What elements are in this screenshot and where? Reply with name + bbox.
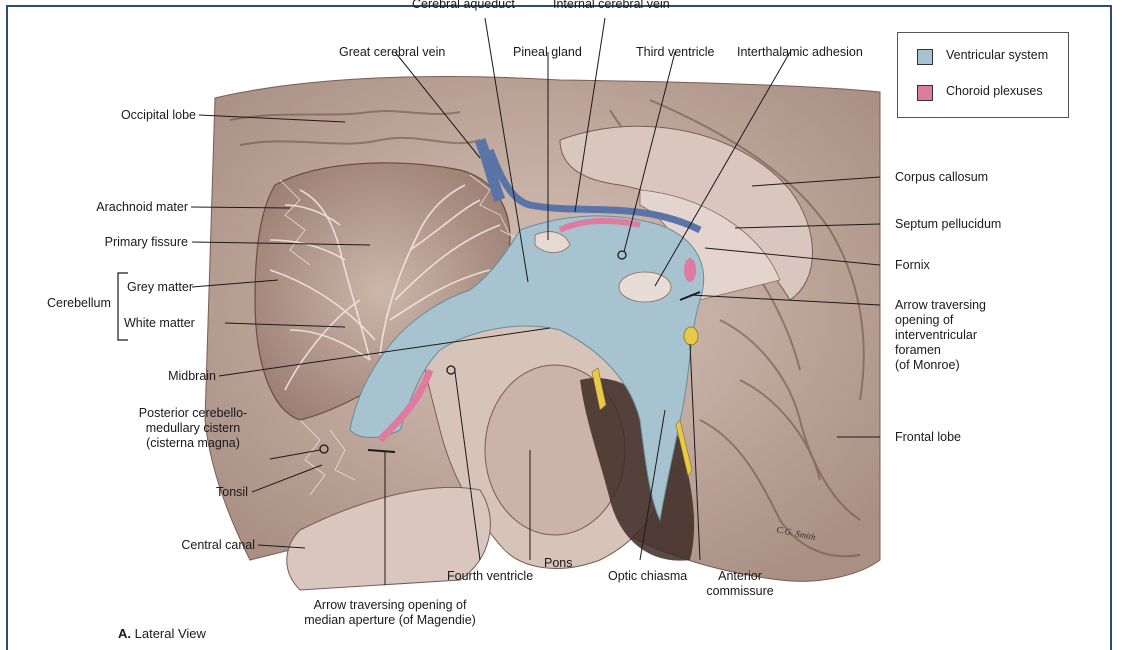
label-posterior-cerebellomedullary-cistern: Posterior cerebello- medullary cistern (… bbox=[118, 406, 268, 451]
label-fourth-ventricle: Fourth ventricle bbox=[447, 569, 533, 584]
label-occipital-lobe: Occipital lobe bbox=[106, 108, 196, 123]
label-septum-pellucidum: Septum pellucidum bbox=[895, 217, 1001, 232]
label-tonsil: Tonsil bbox=[170, 485, 248, 500]
label-cerebellum: Cerebellum bbox=[47, 296, 111, 311]
label-frontal-lobe: Frontal lobe bbox=[895, 430, 961, 445]
label-third-ventricle: Third ventricle bbox=[636, 45, 715, 60]
label-grey-matter: Grey matter bbox=[127, 280, 193, 295]
choroid-plexus-foramen bbox=[684, 258, 696, 282]
label-arrow-median-aperture: Arrow traversing opening of median apert… bbox=[290, 598, 490, 628]
label-arrow-interventricular-foramen: Arrow traversing opening of interventric… bbox=[895, 298, 986, 373]
label-corpus-callosum: Corpus callosum bbox=[895, 170, 988, 185]
label-central-canal: Central canal bbox=[140, 538, 255, 553]
legend: Ventricular system Choroid plexuses bbox=[897, 32, 1069, 118]
anterior-commissure-shape bbox=[684, 327, 698, 345]
label-pons: Pons bbox=[544, 556, 573, 571]
legend-swatch-ventricular bbox=[917, 49, 933, 65]
caption-letter: A. bbox=[118, 626, 131, 641]
label-interthalamic-adhesion: Interthalamic adhesion bbox=[737, 45, 863, 60]
figure-caption: A. Lateral View bbox=[118, 626, 206, 641]
label-midbrain: Midbrain bbox=[120, 369, 216, 384]
legend-label-ventricular: Ventricular system bbox=[946, 48, 1048, 62]
label-anterior-commissure: Anterior commissure bbox=[700, 569, 780, 599]
label-optic-chiasma: Optic chiasma bbox=[608, 569, 687, 584]
label-pineal-gland: Pineal gland bbox=[513, 45, 582, 60]
label-great-cerebral-vein: Great cerebral vein bbox=[339, 45, 445, 60]
label-arachnoid-mater: Arachnoid mater bbox=[70, 200, 188, 215]
label-internal-cerebral-vein: Internal cerebral vein bbox=[553, 0, 670, 12]
legend-swatch-choroid bbox=[917, 85, 933, 101]
label-white-matter: White matter bbox=[124, 316, 195, 331]
label-cerebral-aqueduct: Cerebral aqueduct bbox=[412, 0, 515, 12]
legend-label-choroid: Choroid plexuses bbox=[946, 84, 1043, 98]
caption-title: Lateral View bbox=[135, 626, 206, 641]
label-primary-fissure: Primary fissure bbox=[70, 235, 188, 250]
interthalamic-adhesion-shape bbox=[619, 272, 671, 302]
label-fornix: Fornix bbox=[895, 258, 930, 273]
